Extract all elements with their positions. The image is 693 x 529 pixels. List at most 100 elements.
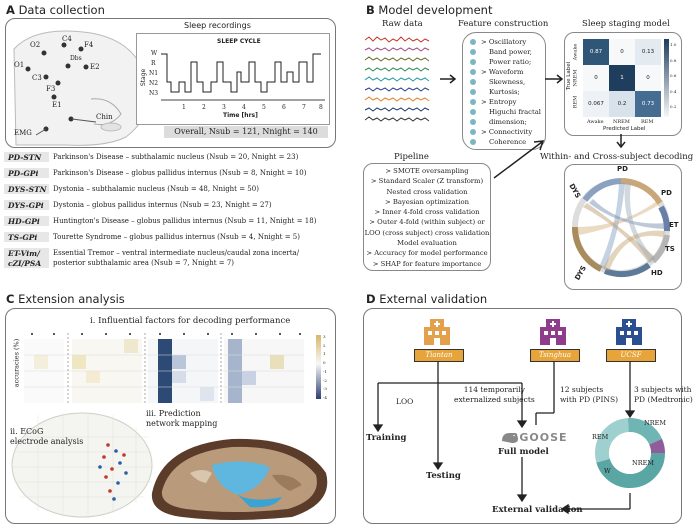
feature-connectivity: > Connectivity: [481, 128, 533, 136]
feature-entropy: > Entropy: [481, 98, 517, 106]
donut-label-nrem-top: NREM: [644, 419, 666, 427]
row-key: PD-STN: [8, 153, 42, 162]
cm-row-awake: Awake: [572, 43, 579, 61]
row-key: DYS-GPi: [8, 201, 44, 210]
electrode-c3: C3: [32, 74, 42, 82]
feature-coherence: Coherence: [489, 138, 527, 146]
network-label-line: iii. Prediction: [146, 409, 201, 418]
panel-c-heading: Extension analysis: [18, 292, 125, 306]
confusion-matrix-box: True Label Awake NREM REM 0.87 0 0.13 0 …: [564, 32, 682, 136]
electrode-c4: C4: [62, 35, 72, 43]
donut-label-rem: REM: [592, 433, 609, 441]
donut-label-nrem-bottom: NREM: [632, 459, 654, 467]
electrode-dbs: Dbs: [70, 55, 82, 62]
hypnogram-trace: [161, 53, 325, 101]
network-label-line: network mapping: [146, 419, 218, 428]
stage-axis-label: Stage: [140, 68, 148, 87]
cm-colorbar-tick: 0.8: [670, 57, 677, 63]
goose-logo-text: BGOOSE: [510, 431, 568, 444]
row-value: Tourette Syndrome – globus pallidus inte…: [53, 233, 300, 241]
arrow-features-to-model: [545, 74, 564, 84]
ecog-brain-mesh: [11, 412, 154, 518]
site-label-tiantan: Tiantan: [414, 349, 464, 362]
ecog-label: ii. ECoG electrode analysis: [10, 427, 83, 447]
heatmap-colorbar: [316, 335, 321, 399]
sleep-staging-label: Sleep staging model: [582, 19, 670, 29]
subjects-ucsf-line: PD (Medtronic): [634, 395, 693, 404]
cm-col-rem: REM: [641, 119, 654, 125]
panel-d-letter: D: [366, 292, 376, 306]
feature-band-power: Band power,: [489, 48, 532, 56]
testing-label: Testing: [426, 471, 461, 481]
site-label-ucsf: UCSF: [606, 349, 656, 362]
subjects-tsinghua-line: 12 subjects: [560, 385, 604, 394]
heatmap-colorbar-ticks: 3 2 1 0 -1 -2 -3 -4: [323, 333, 327, 403]
panel-c-title: C Extension analysis: [6, 292, 125, 306]
row-value: Parkinson's Disease – globus pallidus in…: [53, 169, 307, 177]
raw-data-label: Raw data: [382, 19, 423, 29]
pipeline-step: > Inner 4-fold cross validation: [374, 208, 480, 217]
row-value-et-1: Essential Tremor – ventral intermediate …: [53, 249, 300, 257]
time-tick-1: 1: [182, 104, 186, 111]
cm-cell: 0: [609, 39, 635, 65]
hypnogram-panel: SLEEP CYCLE Stage W R N1 N2 N3 1 2 3 4 5…: [136, 33, 330, 125]
hospital-icon-ucsf: [616, 319, 642, 345]
feature-power-ratio: Power ratio;: [489, 58, 532, 66]
cm-colorbar: [664, 39, 669, 117]
network-label: iii. Prediction network mapping: [146, 409, 217, 429]
cm-cell: 0.2: [609, 91, 635, 117]
electrode-emg: EMG: [14, 129, 32, 137]
true-label-axis: True Label: [566, 61, 573, 91]
electrode-e2: E2: [90, 63, 100, 71]
validation-flow-arrows: [372, 361, 636, 515]
electrode-o1: O1: [14, 61, 25, 69]
feature-text: > Oscillatory Band power, Power ratio; >…: [481, 37, 541, 147]
panel-a-letter: A: [6, 3, 15, 17]
heatmap-title: i. Influential factors for decoding perf…: [90, 316, 291, 326]
stage-r: R: [151, 60, 156, 67]
external-validation-label: External validation: [492, 505, 583, 515]
arrow-pipeline-to-model: [493, 140, 545, 179]
donut-label-w: W: [604, 467, 611, 475]
pipeline-step: > Standard Scaler (Z transform): [370, 177, 484, 186]
cm-colorbar-tick: 1.0: [670, 42, 677, 47]
pipeline-step: > SMOTE oversampling: [385, 167, 469, 175]
subjects-tsinghua-line: with PD (PINS): [560, 395, 619, 404]
arrow-model-to-decoding: [616, 134, 626, 149]
influence-heatmap: [24, 333, 304, 403]
pipeline-step: > Outer 4-fold (within subject) or: [369, 218, 485, 227]
subjects-tsinghua: 12 subjects with PD (PINS): [560, 385, 618, 405]
electrode-f4: F4: [84, 41, 94, 49]
row-value: Dystonia – subthalamic nucleus (Nsub = 4…: [53, 185, 259, 193]
heatmap-y-axis: accuracies (%): [12, 338, 21, 388]
pipeline-step: Model evaluation: [397, 239, 457, 248]
feature-waveform: > Waveform: [481, 68, 524, 76]
row-key: HD-GPi: [8, 217, 40, 226]
cm-cell: 0.87: [583, 39, 609, 65]
time-axis-label: Time [hrs]: [223, 112, 258, 119]
time-tick-8: 8: [319, 104, 323, 111]
subjects-tiantan-line: 114 temporarily: [463, 385, 525, 394]
confusion-matrix-grid: 0.87 0 0.13 0 1 0 0.067 0.2 0.73: [583, 39, 661, 117]
heatmap-colorbar-tick: 0: [323, 360, 326, 366]
cm-colorbar-tick: 0.6: [670, 73, 677, 78]
time-tick-2: 2: [202, 104, 206, 111]
heatmap-colorbar-tick: -4: [323, 394, 327, 400]
stage-n2: N2: [149, 80, 159, 87]
feature-construction-label: Feature construction: [458, 19, 549, 29]
subjects-ucsf: 3 subjects with PD (Medtronic): [634, 385, 693, 405]
panel-a-title: A Data collection: [6, 3, 105, 17]
row-value: Dystonia – globus pallidus internus (Nsu…: [53, 201, 272, 209]
heatmap-colorbar-tick: 2: [323, 342, 326, 348]
cm-row-rem: REM: [572, 95, 579, 109]
ecog-label-line: ii. ECoG: [10, 427, 44, 436]
pipeline-step: LOO (cross subject) cross validation: [364, 228, 490, 237]
time-tick-7: 7: [302, 104, 306, 111]
cm-row-nrem: NREM: [572, 69, 579, 87]
panel-b-letter: B: [366, 3, 375, 17]
pipeline-box: > SMOTE oversampling > Standard Scaler (…: [363, 163, 491, 271]
cm-colorbar-ticks: 1.0 0.8 0.6 0.4 0.2: [670, 37, 676, 115]
ecog-label-line: electrode analysis: [10, 437, 84, 446]
feature-higuchi: Higuchi fractal: [489, 108, 541, 116]
